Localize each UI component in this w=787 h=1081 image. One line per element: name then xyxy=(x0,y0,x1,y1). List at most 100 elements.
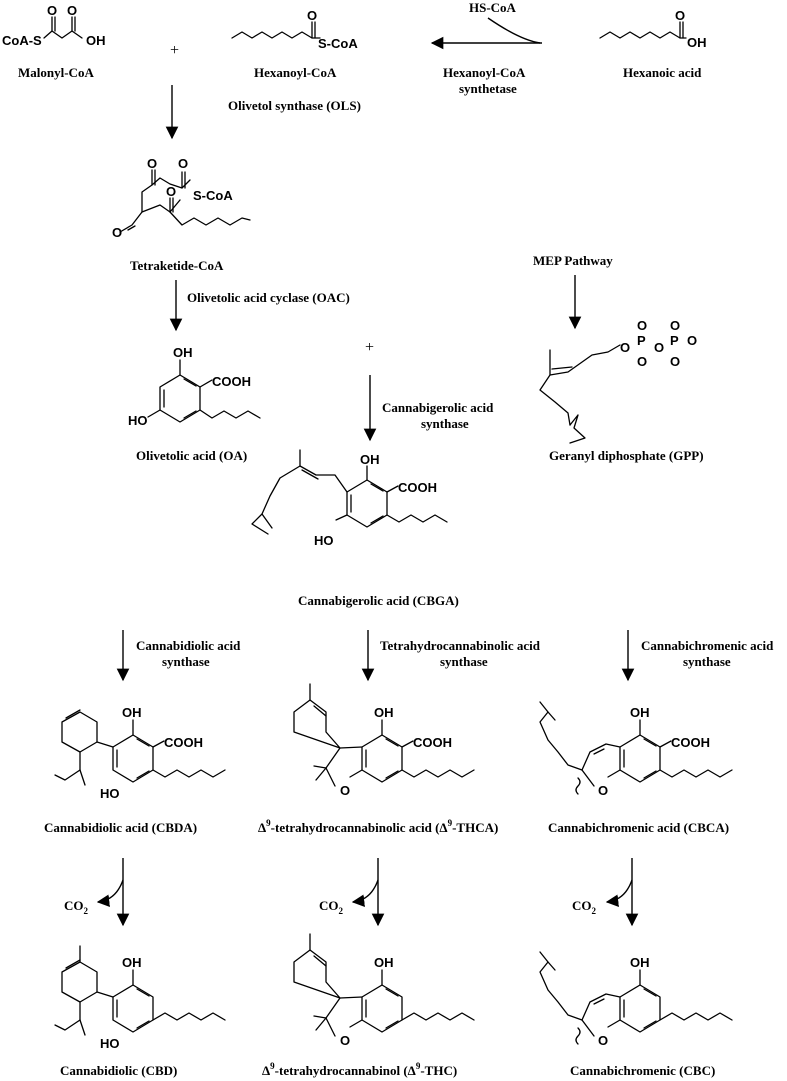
oh-atom: HO xyxy=(100,1036,120,1051)
superscript: 9 xyxy=(266,818,271,828)
o-atom: O xyxy=(687,333,697,348)
malonyl-coa-structure: CoA-S O O OH xyxy=(2,3,106,48)
cbca-structure: OH COOH O xyxy=(539,701,733,798)
o-atom: O xyxy=(670,318,680,333)
cbgas-label-1: Cannabigerolic acid xyxy=(382,400,494,415)
subscript: 2 xyxy=(84,906,89,916)
co2-release xyxy=(96,879,124,908)
cbd-structure: OH HO xyxy=(54,945,226,1051)
o-atom: O xyxy=(340,783,350,798)
o-atom: O xyxy=(112,225,122,240)
mep-pathway-label: MEP Pathway xyxy=(533,253,613,268)
label-text: -THCA) xyxy=(452,820,498,835)
plus-sign: + xyxy=(170,42,179,59)
hscoa-label: HS-CoA xyxy=(469,0,517,15)
o-atom: O xyxy=(598,783,608,798)
decarboxylation-arrows: CO2 CO2 CO2 xyxy=(64,858,639,927)
oh-atom: OH xyxy=(360,452,380,467)
thca-structure: OH COOH O xyxy=(293,683,475,798)
subscript: 2 xyxy=(592,906,597,916)
co2-text: CO xyxy=(319,898,339,913)
o-atom: O xyxy=(670,354,680,369)
co2-text: CO xyxy=(572,898,592,913)
hexanoyl-coa-label: Hexanoyl-CoA xyxy=(254,65,337,80)
cbc-label: Cannabichromenic (CBC) xyxy=(570,1063,715,1078)
o-atom: O xyxy=(654,340,664,355)
cbca-label: Cannabichromenic acid (CBCA) xyxy=(548,820,729,835)
o-atom: O xyxy=(47,3,57,18)
label-text: -THC) xyxy=(420,1063,457,1078)
oh-atom: OH xyxy=(122,955,142,970)
cbc-structure: OH O xyxy=(539,951,733,1048)
o-atom: O xyxy=(620,340,630,355)
cbga-label: Cannabigerolic acid (CBGA) xyxy=(298,593,459,608)
o-atom: O xyxy=(178,156,188,171)
cooh-atom: COOH xyxy=(671,735,710,750)
ols-enzyme-label: Olivetol synthase (OLS) xyxy=(228,98,361,113)
co2-label: CO2 xyxy=(319,898,344,916)
cbgas-label-2: synthase xyxy=(421,416,469,431)
cbcas-label-1: Cannabichromenic acid xyxy=(641,638,774,653)
oh-atom: OH xyxy=(374,705,394,720)
o-atom: O xyxy=(67,3,77,18)
hexsynth-label-1: Hexanoyl-CoA xyxy=(443,65,526,80)
co2-text: CO xyxy=(64,898,84,913)
oh-atom: OH xyxy=(630,705,650,720)
co2-label: CO2 xyxy=(64,898,89,916)
coas-atom: CoA-S xyxy=(2,33,42,48)
o-atom: O xyxy=(307,8,317,23)
co2-label: CO2 xyxy=(572,898,597,916)
thcas-label-1: Tetrahydrocannabinolic acid xyxy=(380,638,541,653)
cooh-atom: COOH xyxy=(413,735,452,750)
p-atom: P xyxy=(670,333,679,348)
o-atom: O xyxy=(675,8,685,23)
superscript: 9 xyxy=(270,1061,275,1071)
label-text: -tetrahydrocannabinol (Δ xyxy=(275,1063,416,1078)
gpp-structure: O P O P O O O O O xyxy=(539,318,697,444)
thc-label: Δ9-tetrahydrocannabinol (Δ9-THC) xyxy=(262,1061,457,1078)
thc-structure: OH O xyxy=(293,933,475,1048)
oh-atom: OH xyxy=(122,705,142,720)
oh-atom: HO xyxy=(100,786,120,801)
label-text: -tetrahydrocannabinolic acid (Δ xyxy=(271,820,448,835)
co2-release xyxy=(605,879,633,908)
cbda-label: Cannabidiolic acid (CBDA) xyxy=(44,820,197,835)
hexanoyl-coa-structure: O S-CoA xyxy=(231,8,358,51)
cbdas-label-1: Cannabidiolic acid xyxy=(136,638,241,653)
o-atom: O xyxy=(340,1033,350,1048)
cbdas-label-2: synthase xyxy=(162,654,210,669)
subscript: 2 xyxy=(339,906,344,916)
o-atom: O xyxy=(147,156,157,171)
scoa-atom: S-CoA xyxy=(193,188,233,203)
o-atom: O xyxy=(637,318,647,333)
hexsynth-label-2: synthetase xyxy=(459,81,517,96)
malonyl-coa-label: Malonyl-CoA xyxy=(18,65,94,80)
thcas-label-2: synthase xyxy=(440,654,488,669)
thca-label: Δ9-tetrahydrocannabinolic acid (Δ9-THCA) xyxy=(258,818,498,835)
cooh-atom: COOH xyxy=(164,735,203,750)
cooh-atom: COOH xyxy=(212,374,251,389)
o-atom: O xyxy=(637,354,647,369)
oh-atom: OH xyxy=(630,955,650,970)
hexanoic-acid-label: Hexanoic acid xyxy=(623,65,702,80)
co2-release xyxy=(351,879,379,908)
hexanoic-acid-structure: O OH xyxy=(599,8,707,50)
p-atom: P xyxy=(637,333,646,348)
delta-symbol: Δ xyxy=(262,1063,270,1078)
olivetolic-acid-structure: OH COOH HO xyxy=(128,345,261,428)
cooh-atom: COOH xyxy=(398,480,437,495)
cbcas-label-2: synthase xyxy=(683,654,731,669)
cbga-structure: OH COOH HO xyxy=(251,449,448,548)
delta-symbol: Δ xyxy=(258,820,266,835)
superscript: 9 xyxy=(416,1061,421,1071)
gpp-label: Geranyl diphosphate (GPP) xyxy=(549,448,704,463)
superscript: 9 xyxy=(448,818,453,828)
cbda-structure: OH COOH HO xyxy=(54,705,226,801)
oh-atom: OH xyxy=(374,955,394,970)
plus-sign: + xyxy=(365,339,374,356)
cbd-label: Cannabidiolic (CBD) xyxy=(60,1063,177,1078)
tetraketide-coa-structure: O O S-CoA O O xyxy=(112,156,251,240)
oh-atom: OH xyxy=(173,345,193,360)
oa-label: Olivetolic acid (OA) xyxy=(136,448,247,463)
tetraketide-label: Tetraketide-CoA xyxy=(130,258,224,273)
